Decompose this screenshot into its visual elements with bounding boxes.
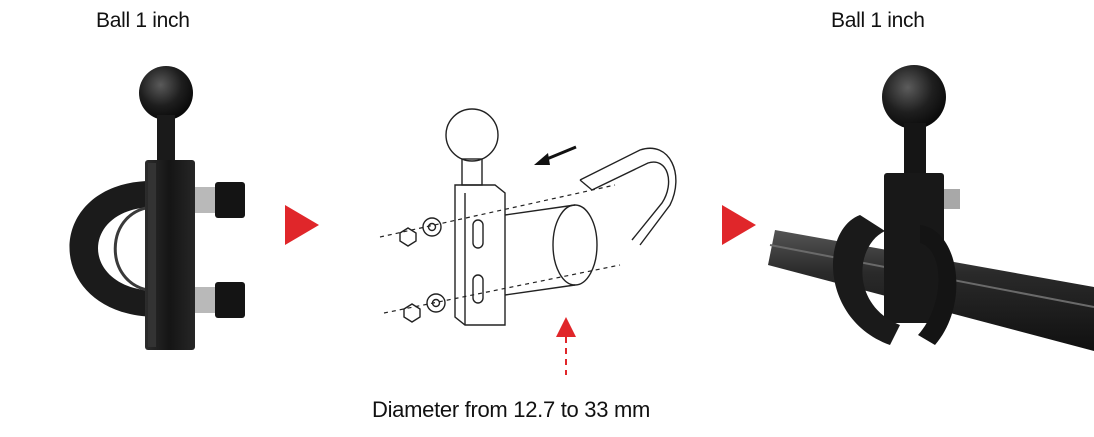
play-triangle-icon — [285, 205, 319, 245]
right-ball-size-label: Ball 1 inch — [831, 9, 925, 32]
left-ball-size-label: Ball 1 inch — [96, 9, 190, 32]
assembly-diagram — [370, 95, 700, 393]
diameter-caption: Diameter from 12.7 to 33 mm — [372, 397, 650, 422]
mount-product-photo — [20, 55, 260, 380]
installed-mount-photo — [760, 55, 1094, 380]
arrow-left-icon — [534, 145, 577, 165]
play-triangle-icon — [722, 205, 756, 245]
